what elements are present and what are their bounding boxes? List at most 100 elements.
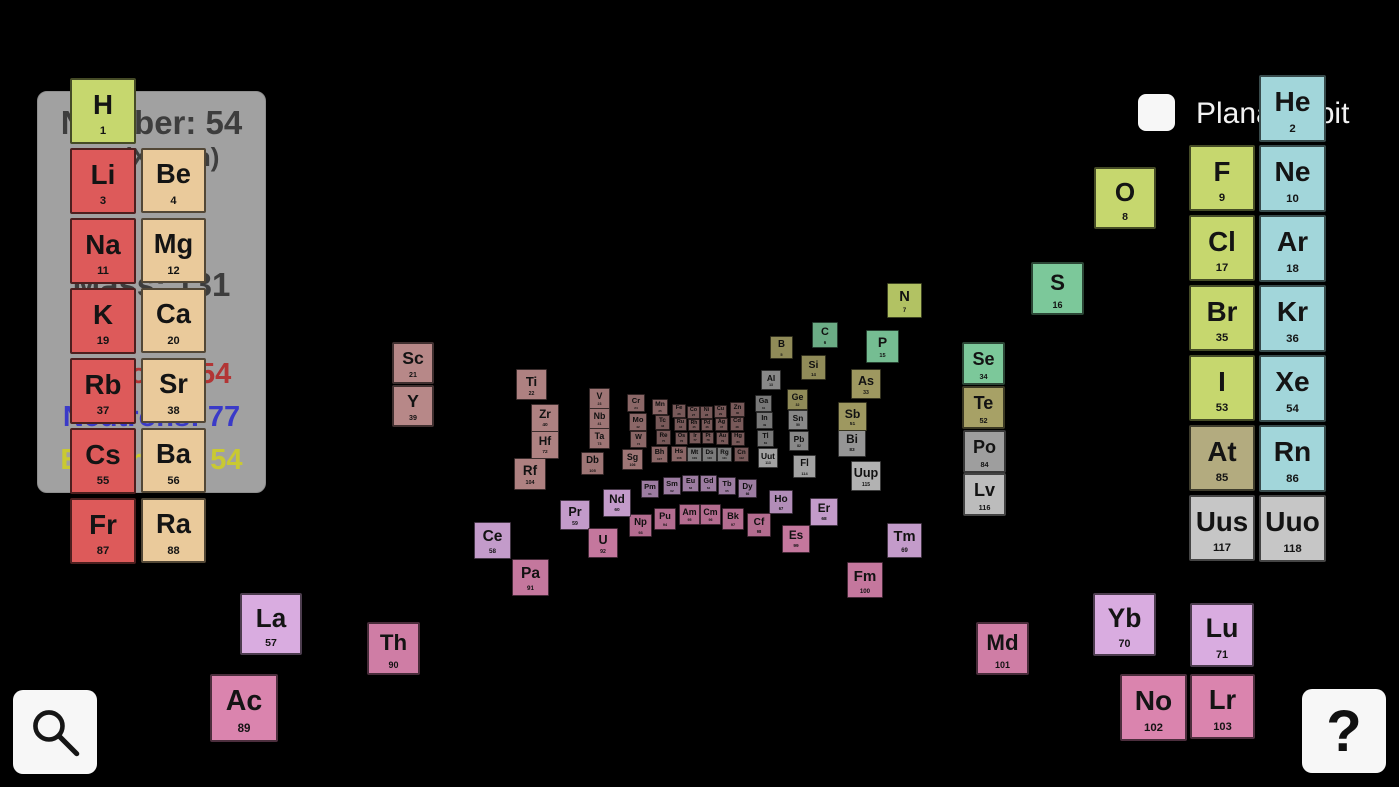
help-button[interactable]: ? (1302, 689, 1386, 773)
planar-orbit-checkbox[interactable] (1138, 94, 1175, 131)
